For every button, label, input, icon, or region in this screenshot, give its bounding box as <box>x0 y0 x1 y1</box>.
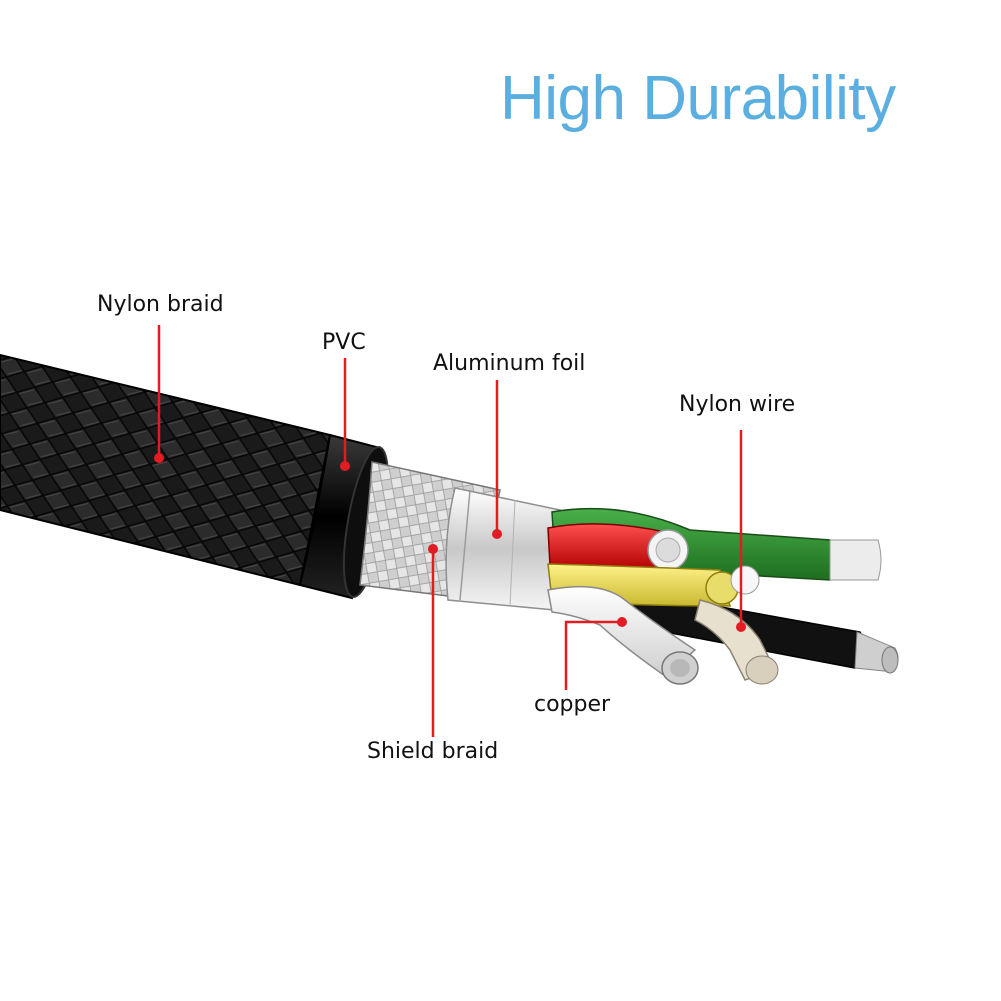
label-nylon-wire: Nylon wire <box>679 392 796 417</box>
label-copper: copper <box>534 692 611 717</box>
label-nylon-braid: Nylon braid <box>97 292 224 317</box>
label-pvc: PVC <box>322 330 366 355</box>
nylon-braid-jacket <box>0 353 332 587</box>
label-aluminum-foil: Aluminum foil <box>433 351 586 376</box>
label-shield-braid: Shield braid <box>367 739 499 764</box>
aluminum-foil-layer <box>445 487 561 611</box>
white-wire <box>547 585 697 677</box>
page-title: High Durability <box>500 64 896 133</box>
leader-lines <box>157 325 743 737</box>
